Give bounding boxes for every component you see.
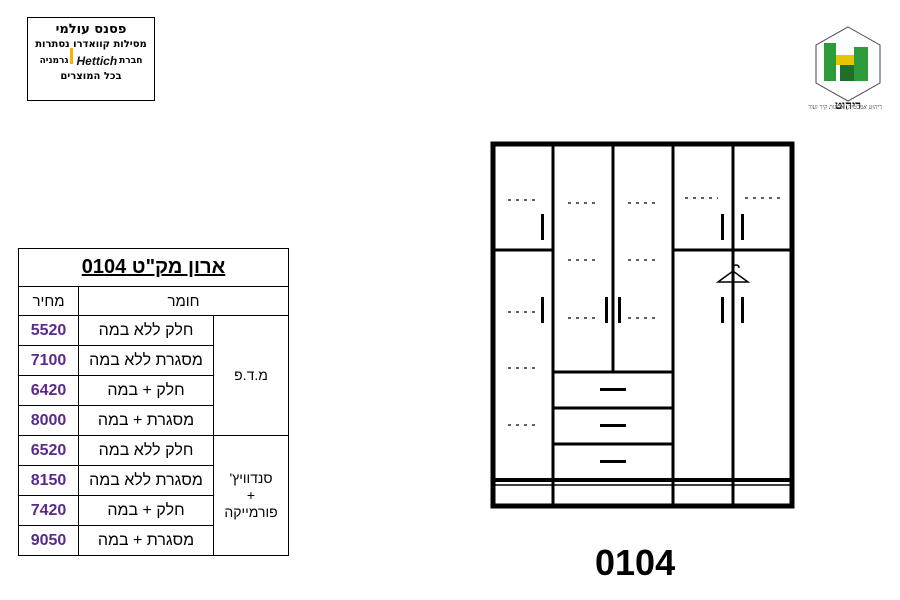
material-line: סנדוויץ'	[229, 470, 273, 486]
hanger-icon	[715, 264, 751, 283]
hettich-info-box: פסנס עולמי מסילות קוואדרו נסתרות חברת He…	[27, 17, 155, 101]
table-row: מסגרת + במה 9050	[18, 525, 289, 556]
wardrobe-drawing	[490, 141, 795, 509]
info-line-3-prefix: חברת	[119, 56, 143, 66]
info-line-3-suffix: גרמניה	[39, 56, 69, 66]
middle-left-door	[551, 142, 615, 374]
model-number: 0104	[595, 542, 676, 583]
price-cell: 7420	[18, 495, 79, 526]
table-row: סנדוויץ' + פורמייקה חלק ללא במה 6520	[18, 435, 289, 556]
hettich-logo: Hettich	[70, 48, 117, 70]
table-row: מסגרת ללא במה 7100	[18, 345, 289, 376]
logo-name: ריהוט	[835, 98, 861, 112]
price-cell: 5520	[18, 315, 79, 346]
left-bottom-door	[491, 248, 555, 482]
middle-right-door	[611, 142, 675, 374]
price-cell: 8000	[18, 405, 79, 436]
price-table: ארון מק"ט 0104 חומר מחיר מ.ד.פ חלק ללא ב…	[18, 248, 289, 556]
table-title: ארון מק"ט 0104	[18, 248, 289, 287]
part-cell: חלק + במה	[78, 495, 214, 526]
header-material: חומר	[78, 286, 289, 316]
price-cell: 6420	[18, 375, 79, 406]
shelf-lines	[508, 197, 780, 426]
logo-caption: ריהוט אמבטיה, ארונות קיר ועוד	[807, 104, 882, 111]
price-cell: 6520	[18, 435, 79, 466]
part-cell: מסגרת ללא במה	[78, 465, 214, 496]
table-row: מסגרת + במה 8000	[18, 405, 289, 436]
price-cell: 9050	[18, 525, 79, 556]
table-row: מסגרת ללא במה 8150	[18, 465, 289, 496]
material-line: +	[246, 487, 256, 503]
material-mdf: מ.ד.פ	[213, 315, 289, 436]
price-cell: 8150	[18, 465, 79, 496]
material-line: פורמייקה	[224, 504, 278, 520]
info-line-4: בכל המוצרים	[60, 71, 122, 82]
part-cell: מסגרת + במה	[78, 525, 214, 556]
part-cell: מסגרת + במה	[78, 405, 214, 436]
info-line-2: מסילות קוואדרו נסתרות	[35, 39, 147, 50]
right-bottom-left-door	[671, 248, 735, 482]
handles	[541, 214, 744, 463]
part-cell: מסגרת ללא במה	[78, 345, 214, 376]
part-cell: חלק ללא במה	[78, 435, 214, 466]
info-line-3: חברת Hettich גרמניה	[28, 48, 154, 70]
header-price: מחיר	[18, 286, 79, 316]
table-row: מ.ד.פ חלק ללא במה 5520	[18, 315, 289, 436]
table-row: חלק + במה 7420	[18, 495, 289, 526]
price-cell: 7100	[18, 345, 79, 376]
info-line-1: פסנס עולמי	[55, 22, 127, 37]
material-sandwich: סנדוויץ' + פורמייקה	[213, 435, 289, 556]
right-bottom-right-door	[731, 248, 794, 482]
brand-logo: ריהוט	[815, 26, 881, 112]
part-cell: חלק ללא במה	[78, 315, 214, 346]
part-cell: חלק + במה	[78, 375, 214, 406]
